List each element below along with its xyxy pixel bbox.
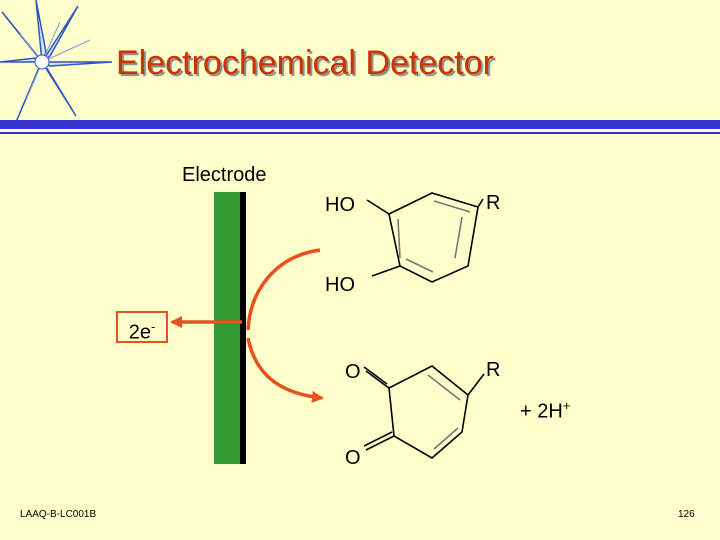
electron-charge: - <box>150 319 156 334</box>
electrode-label: Electrode <box>182 164 267 186</box>
electron-label: 2e- <box>116 311 168 344</box>
product-o-top: O <box>345 361 361 383</box>
electron-count: 2e <box>128 321 151 344</box>
reactant-r: R <box>486 192 500 214</box>
product-o-bottom: O <box>345 447 361 469</box>
proton-charge: + <box>562 398 571 413</box>
title-rule-thin <box>0 132 720 134</box>
product-r: R <box>486 359 500 381</box>
slide-title: Electrochemical Detector <box>116 44 494 82</box>
quinone-ring <box>363 365 485 459</box>
title-rule-thick <box>0 120 720 129</box>
proton-count: + 2H <box>520 400 563 423</box>
hydroquinone-ring <box>366 192 484 283</box>
footer-code: LAAQ-B-LC001B <box>20 509 97 520</box>
reactant-ho-bottom: HO <box>325 274 355 296</box>
oxidation-curve-out <box>246 337 324 403</box>
star-burst-icon <box>0 0 113 123</box>
proton-byproduct: + 2H+ <box>520 398 570 424</box>
oxidation-curve-in <box>246 248 321 331</box>
electrode-surface <box>240 192 246 464</box>
reactant-ho-top: HO <box>325 194 355 216</box>
page-number: 126 <box>678 509 695 520</box>
